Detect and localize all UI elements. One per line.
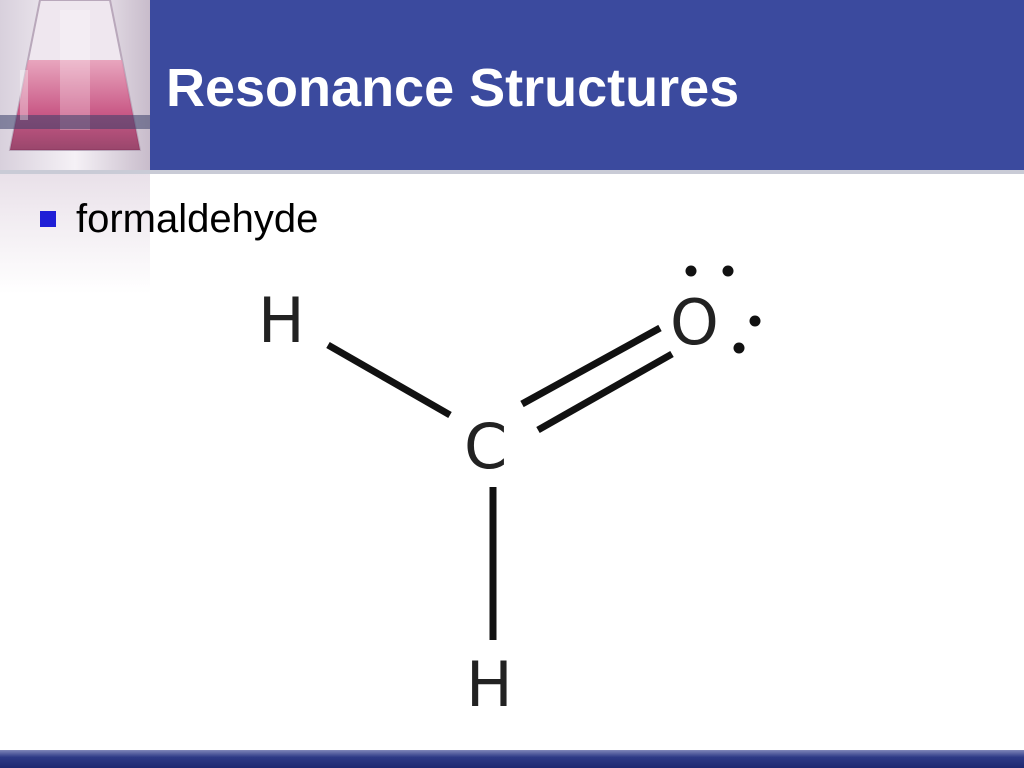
bond-c-o-2 [536, 350, 674, 434]
bond-c-o-1 [520, 324, 662, 408]
square-bullet-icon [40, 211, 56, 227]
lone-pair-electron [685, 265, 697, 277]
bullet-text: formaldehyde [76, 196, 319, 241]
lone-pair-electron [733, 342, 745, 354]
slide-title: Resonance Structures [166, 58, 740, 118]
lone-pair-electron [722, 265, 734, 277]
bond-h-c [326, 341, 452, 419]
formaldehyde-structure: H O C H [258, 265, 761, 721]
flask-icon [0, 0, 150, 170]
flask-reflection [0, 174, 150, 294]
atom-o: O [670, 286, 719, 359]
footer-bar [0, 750, 1024, 768]
bullet-item: formaldehyde [40, 196, 318, 242]
atom-h-bottom: H [466, 648, 513, 721]
atom-h-top: H [258, 284, 305, 357]
title-bar [0, 0, 1024, 170]
atom-c: C [464, 410, 507, 483]
title-divider [0, 170, 1024, 174]
lone-pair-electron [749, 315, 761, 327]
